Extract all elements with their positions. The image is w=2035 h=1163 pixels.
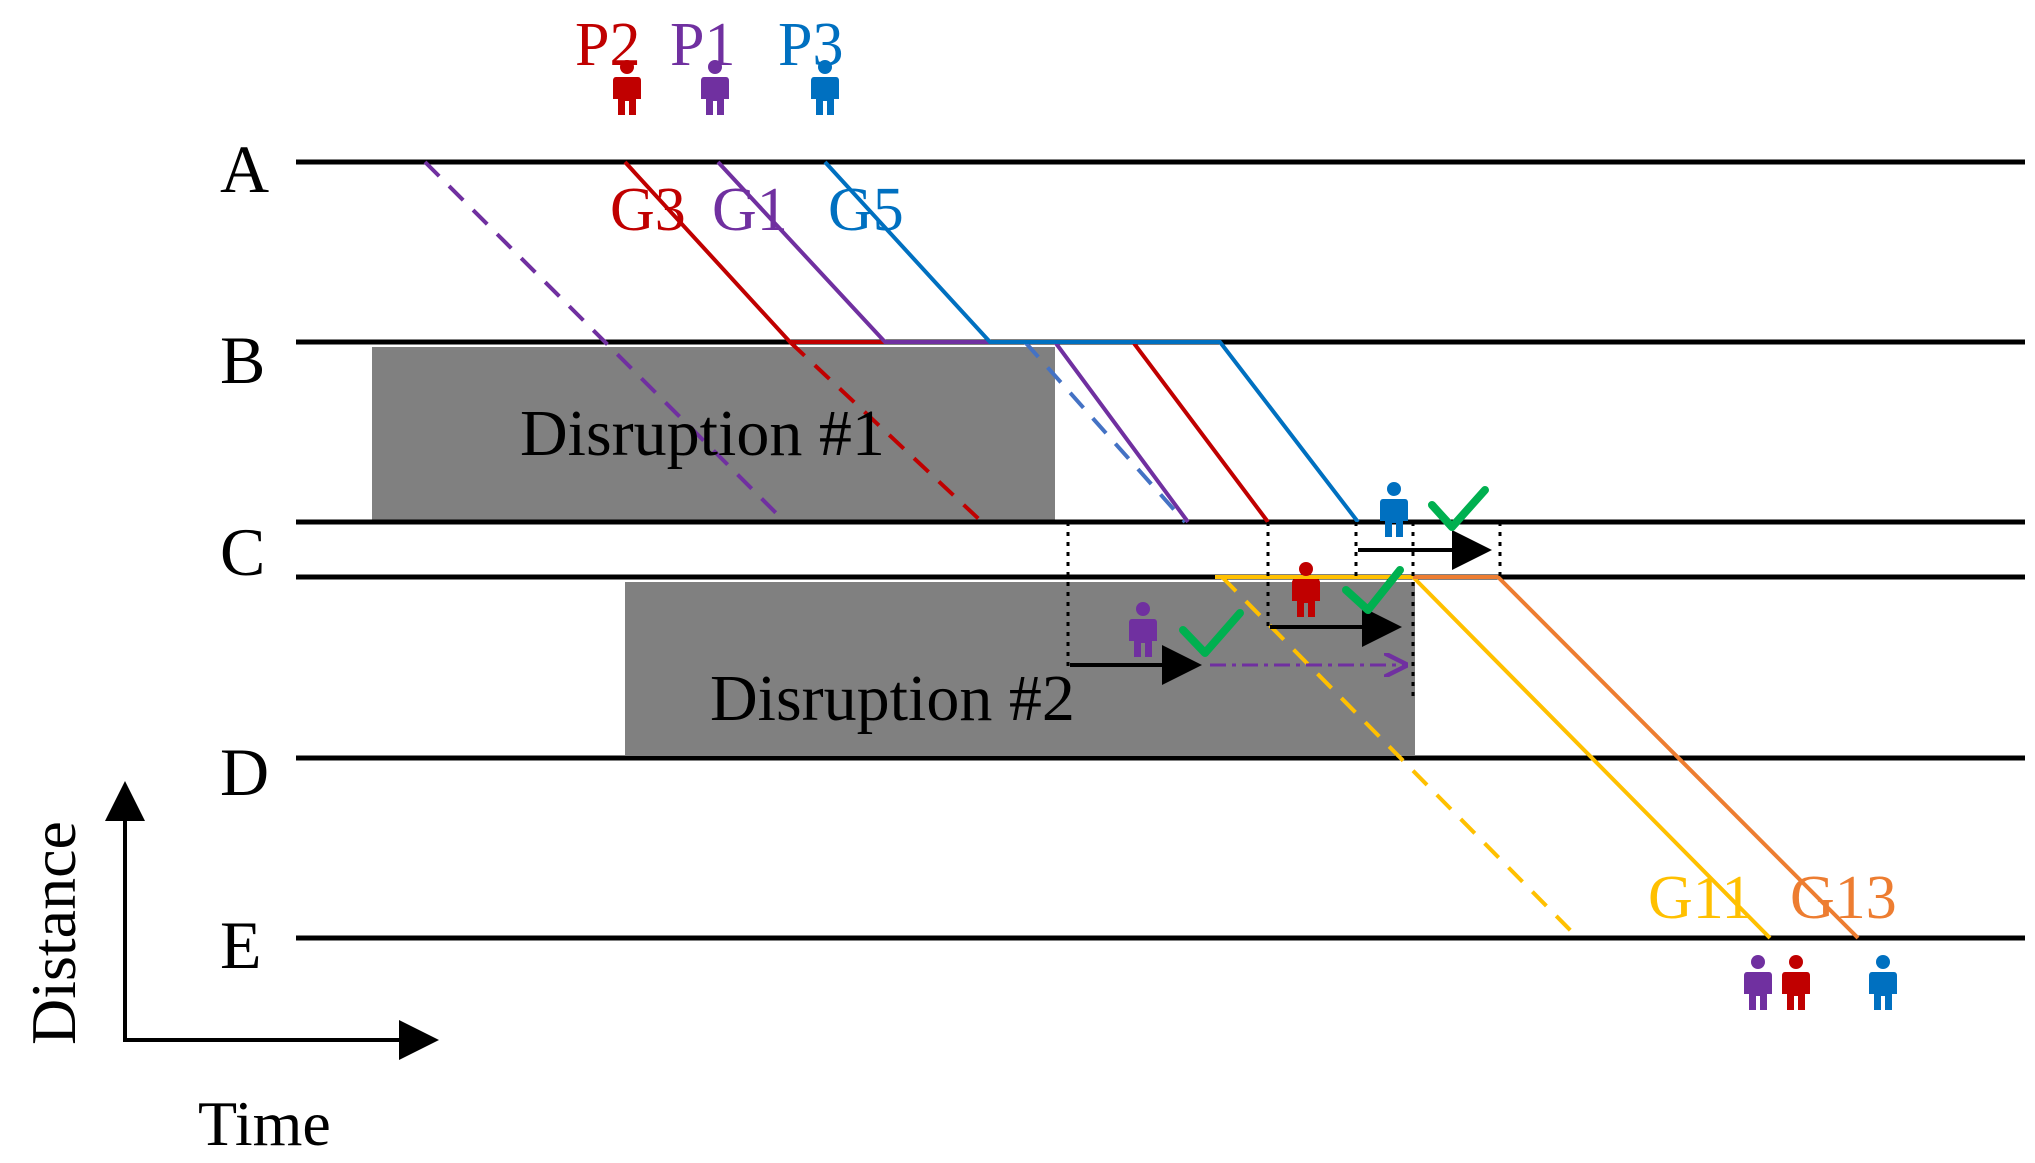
train-label-g13: G13 bbox=[1790, 864, 1897, 932]
y-axis-label: Distance bbox=[18, 821, 89, 1045]
train-label-g11: G11 bbox=[1648, 864, 1752, 932]
g5-planned-path bbox=[1023, 340, 1187, 524]
transfer-markers bbox=[1066, 522, 1502, 700]
g1-planned-path bbox=[423, 160, 787, 524]
passenger-label-p2: P2 bbox=[575, 11, 640, 79]
g1-path bbox=[716, 160, 1190, 524]
station-label-b: B bbox=[220, 322, 265, 398]
person-icon-p2-arrival bbox=[1782, 955, 1810, 1010]
disruption-1-label: Disruption #1 bbox=[520, 397, 885, 470]
checkmark-icon bbox=[1342, 566, 1404, 614]
train-label-g1: G1 bbox=[712, 176, 788, 244]
g13-path bbox=[1413, 575, 1860, 940]
station-label-e: E bbox=[220, 907, 262, 983]
person-icon-p3-transfer bbox=[1380, 482, 1408, 537]
checkmark-icon bbox=[1428, 486, 1489, 531]
x-axis-label: Time bbox=[198, 1088, 331, 1159]
train-label-g3: G3 bbox=[610, 176, 686, 244]
disruption-1-box bbox=[372, 347, 1055, 520]
g5-path bbox=[823, 160, 1360, 524]
station-label-d: D bbox=[220, 734, 269, 810]
passenger-label-p1: P1 bbox=[670, 11, 735, 79]
disruption-2-box bbox=[625, 582, 1415, 755]
checkmark-icon bbox=[1179, 609, 1244, 657]
passenger-label-p3: P3 bbox=[778, 11, 843, 79]
station-label-a: A bbox=[220, 131, 269, 207]
train-label-g5: G5 bbox=[828, 176, 904, 244]
g11-planned-path bbox=[1220, 575, 1580, 940]
person-icon-p1-arrival bbox=[1744, 955, 1772, 1010]
disruption-2-label: Disruption #2 bbox=[710, 662, 1075, 735]
person-icon-p3-arrival bbox=[1869, 955, 1897, 1010]
g3-planned-path bbox=[788, 340, 984, 524]
station-label-c: C bbox=[220, 514, 265, 590]
